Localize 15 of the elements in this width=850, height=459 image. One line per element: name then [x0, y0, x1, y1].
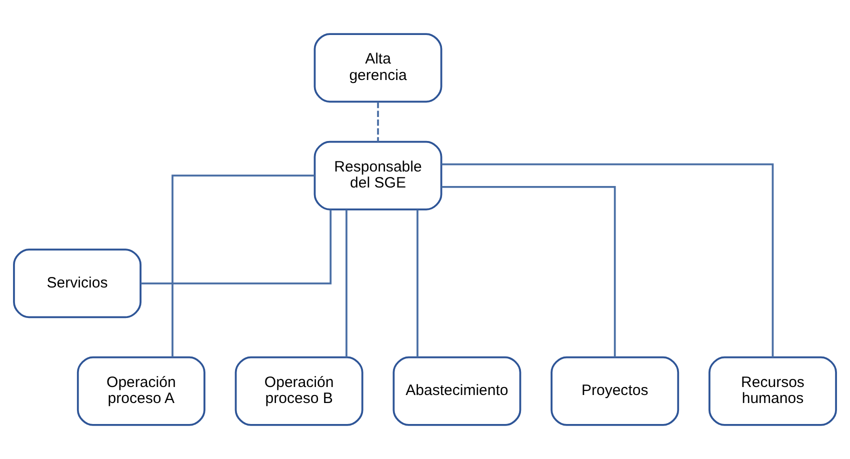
connector [346, 210, 348, 358]
node-box: Operación proceso A [76, 356, 206, 426]
node-box: Responsable del SGE [314, 140, 442, 210]
connector [172, 174, 315, 357]
connector [377, 102, 379, 142]
node-box: Servicios [13, 248, 142, 318]
node-box: Abastecimiento [392, 356, 522, 426]
connector [441, 163, 774, 358]
node-box: Proyectos [550, 356, 680, 426]
node-box: Alta gerencia [314, 33, 442, 103]
node-box: Recursos humanos [708, 356, 837, 426]
connector [416, 210, 418, 358]
connector [441, 186, 616, 357]
connector [140, 210, 332, 284]
node-box: Operación proceso B [234, 356, 364, 426]
